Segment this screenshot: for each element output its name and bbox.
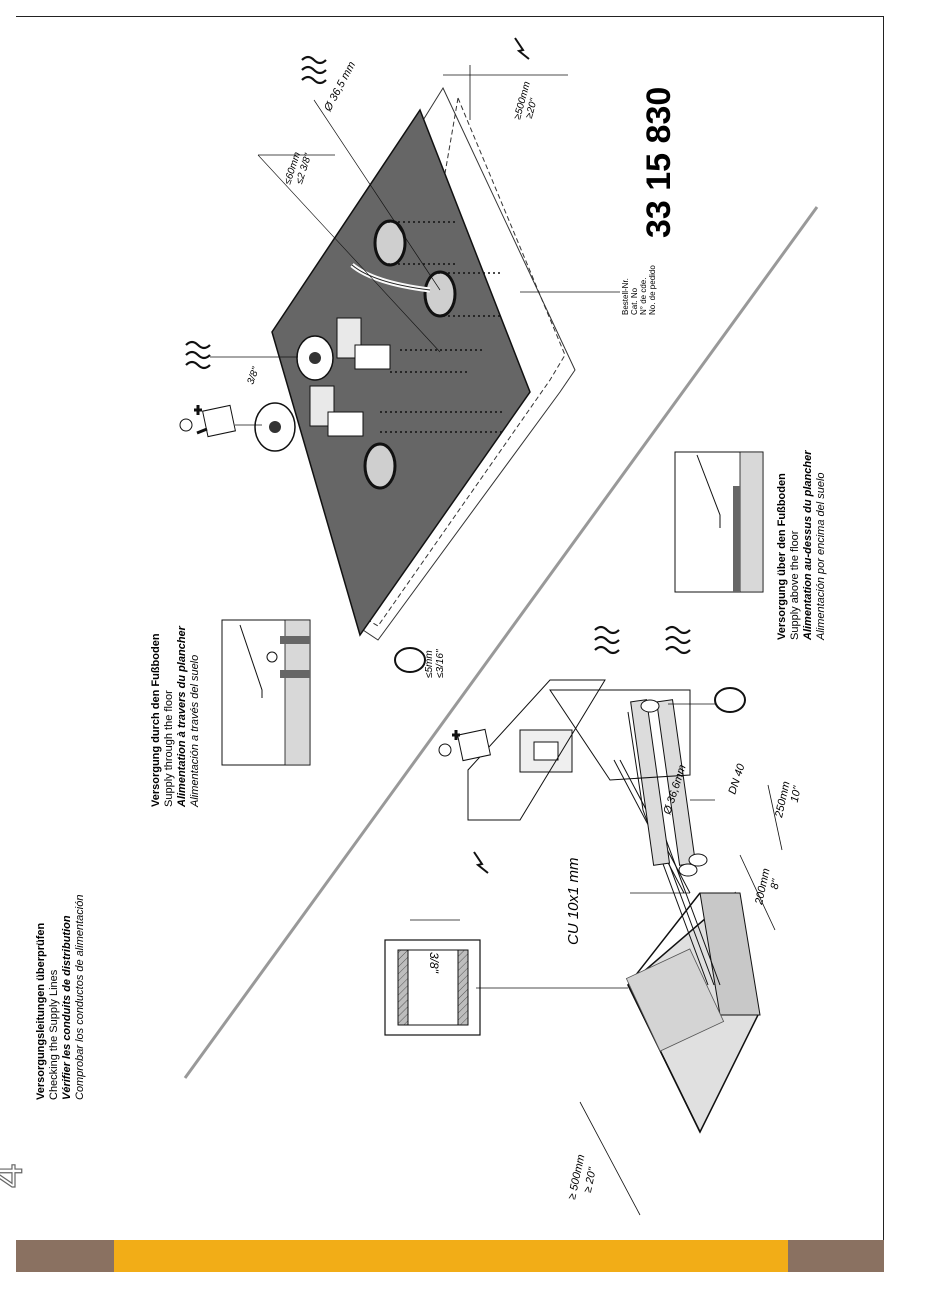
page-number: 4 (0, 1164, 32, 1188)
electric-icon (514, 37, 530, 60)
footer-band-left (16, 1240, 114, 1272)
dim-gap: ≤5mm ≤3/16" (424, 649, 446, 678)
svg-text:Versorgung durch den Fußboden: Versorgung durch den Fußboden (150, 633, 162, 807)
svg-text:≥ 20": ≥ 20" (582, 1166, 599, 1194)
svg-text:Alimentación por encima del su: Alimentación por encima del suelo (815, 472, 827, 641)
angle-valve-cold (296, 317, 391, 381)
above-floor-inset (674, 451, 764, 593)
svg-text:≤3/16": ≤3/16" (435, 649, 446, 678)
footer-band-middle (114, 1240, 788, 1272)
top-floor-illustration (179, 37, 576, 673)
dim-valve-thread: 3/8" (245, 365, 261, 386)
water-wave-icon (594, 625, 691, 655)
dim-diameter-top: Ø 36,5 mm (322, 60, 359, 115)
svg-text:Checking the Supply Lines: Checking the Supply Lines (48, 969, 60, 1100)
water-wave-icon (185, 340, 211, 370)
svg-text:Supply above the floor: Supply above the floor (789, 530, 801, 640)
dim-left-clearance: ≥ 500mm ≥ 20" (566, 1153, 599, 1200)
order-number-labels: Bestell-Nr. Cat. No N° de cde. No. de pe… (621, 265, 657, 315)
mixer-tap-icon (438, 728, 491, 762)
dim-200: 200mm 8" (753, 867, 783, 906)
dim-250: 250mm 10" (773, 780, 804, 819)
svg-text:Versorgungsleitungen überprüfe: Versorgungsleitungen überprüfen (35, 922, 47, 1100)
detail-callout-icon (714, 687, 746, 713)
svg-text:Alimentation au-dessus du plan: Alimentation au-dessus du plancher (802, 450, 814, 641)
through-floor-inset (221, 619, 311, 766)
section-check-heading: Versorgungsleitungen überprüfen Checking… (35, 895, 86, 1100)
water-wave-icon (301, 55, 327, 85)
svg-text:≤5mm: ≤5mm (424, 650, 435, 678)
section-through-floor-heading: Versorgung durch den Fußboden Supply thr… (150, 625, 201, 808)
svg-text:8": 8" (769, 877, 783, 890)
svg-text:Cat. No: Cat. No (630, 287, 639, 315)
svg-text:≥20": ≥20" (524, 97, 540, 120)
mixer-tap-icon (179, 404, 236, 438)
svg-text:Bestell-Nr.: Bestell-Nr. (621, 278, 630, 315)
svg-text:Alimentation à travers du plan: Alimentation à travers du plancher (176, 625, 188, 808)
dim-top-right-clearance: ≥500mm ≥20" (512, 80, 540, 120)
section-divider (183, 206, 819, 1079)
svg-text:Vérifier les conduits de distr: Vérifier les conduits de distribution (61, 915, 73, 1100)
angle-valve-hot (254, 385, 364, 452)
order-number: 33 15 830 (640, 87, 678, 238)
dim-drain: DN 40 (726, 762, 747, 796)
svg-text:Comprobar los conductos de ali: Comprobar los conductos de alimentación (74, 895, 86, 1100)
svg-text:No. de pedido: No. de pedido (648, 265, 657, 315)
electric-icon (473, 851, 489, 874)
svg-text:Supply through the floor: Supply through the floor (163, 690, 175, 807)
page-frame (16, 16, 884, 1271)
dim-pipe-thread: 3/8" (427, 952, 441, 974)
footer-band-right (788, 1240, 884, 1272)
section-above-floor-heading: Versorgung über den Fußboden Supply abov… (776, 450, 827, 641)
svg-text:Versorgung über den Fußboden: Versorgung über den Fußboden (776, 473, 788, 640)
bottom-wall-illustration (384, 625, 783, 1216)
detail-callout-icon (394, 647, 426, 673)
svg-text:N° de cde.: N° de cde. (639, 278, 648, 315)
svg-text:Alimentación a través del suel: Alimentación a través del suelo (189, 655, 201, 808)
dim-copper-pipe: CU 10x1 mm (565, 857, 582, 945)
svg-text:10": 10" (789, 784, 804, 803)
